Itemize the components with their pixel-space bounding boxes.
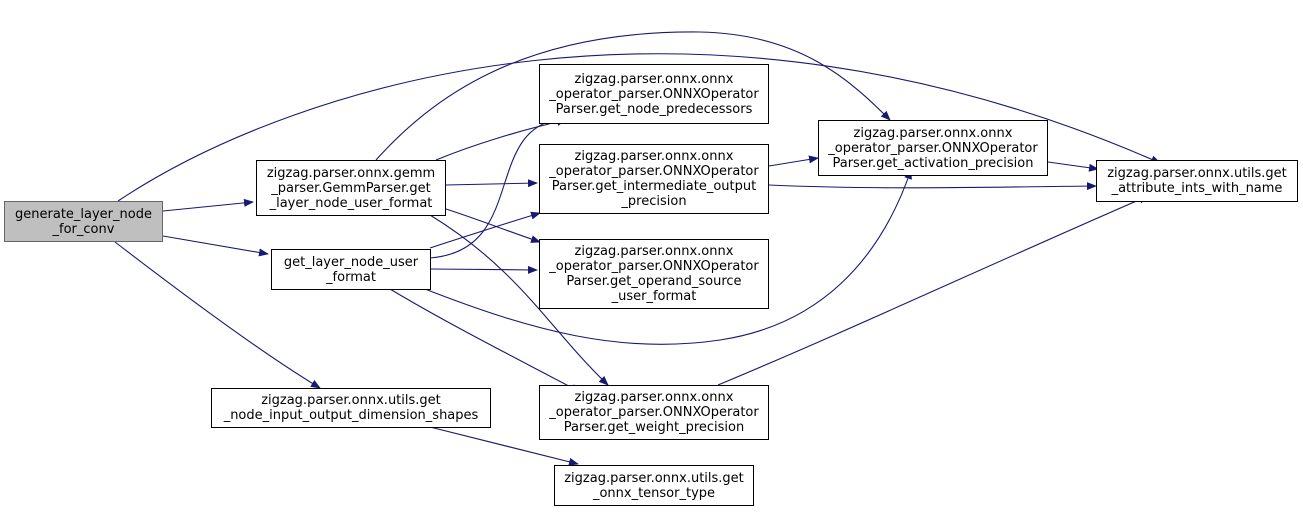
node-get-node-predecessors[interactable]: zigzag.parser.onnx.onnx _operator_parser…: [539, 64, 769, 124]
edge-root-user-format: [162, 235, 269, 257]
node-get-attribute-ints-with-name[interactable]: zigzag.parser.onnx.utils.get _attribute_…: [1096, 160, 1298, 202]
edge-root-gemm: [162, 198, 254, 212]
edge-weight-attr-ints: [717, 195, 1149, 386]
edge-gemm-intermediate: [445, 179, 538, 188]
edge-user-format-operand-source: [430, 265, 538, 274]
node-gemm-parser-get-layer-node-user-format[interactable]: zigzag.parser.onnx.gemm _parser.GemmPars…: [256, 160, 446, 216]
node-get-operand-source-user-format[interactable]: zigzag.parser.onnx.onnx _operator_parser…: [539, 239, 769, 309]
node-get-onnx-tensor-type[interactable]: zigzag.parser.onnx.utils.get _onnx_tenso…: [554, 465, 754, 506]
edge-intermediate-attr-ints: [768, 182, 1097, 191]
node-get-layer-node-user-format[interactable]: get_layer_node_user _format: [271, 249, 431, 290]
edge-root-dim-shapes: [114, 241, 321, 389]
node-get-node-input-output-dimension-shapes[interactable]: zigzag.parser.onnx.utils.get _node_input…: [211, 388, 491, 428]
node-get-weight-precision[interactable]: zigzag.parser.onnx.onnx _operator_parser…: [539, 385, 769, 440]
edge-user-format-predecessors: [429, 114, 567, 259]
edge-user-format-activation: [424, 169, 912, 345]
edge-user-format-weight: [389, 288, 581, 393]
node-generate-layer-node-for-conv[interactable]: generate_layer_node _for_conv: [4, 201, 163, 242]
edge-intermediate-activation: [768, 155, 819, 167]
edge-activation-attr-ints: [1047, 161, 1099, 172]
edge-root-attr-ints: [117, 53, 1161, 202]
edge-gemm-operand-source: [445, 208, 541, 243]
edge-user-format-intermediate: [429, 211, 541, 249]
edge-gemm-weight: [429, 214, 609, 386]
node-get-intermediate-output-precision[interactable]: zigzag.parser.onnx.onnx _operator_parser…: [539, 144, 769, 214]
edge-gemm-activation: [375, 31, 891, 161]
edge-dim-shapes-tensor-type: [429, 426, 579, 466]
node-get-activation-precision[interactable]: zigzag.parser.onnx.onnx _operator_parser…: [818, 120, 1048, 176]
